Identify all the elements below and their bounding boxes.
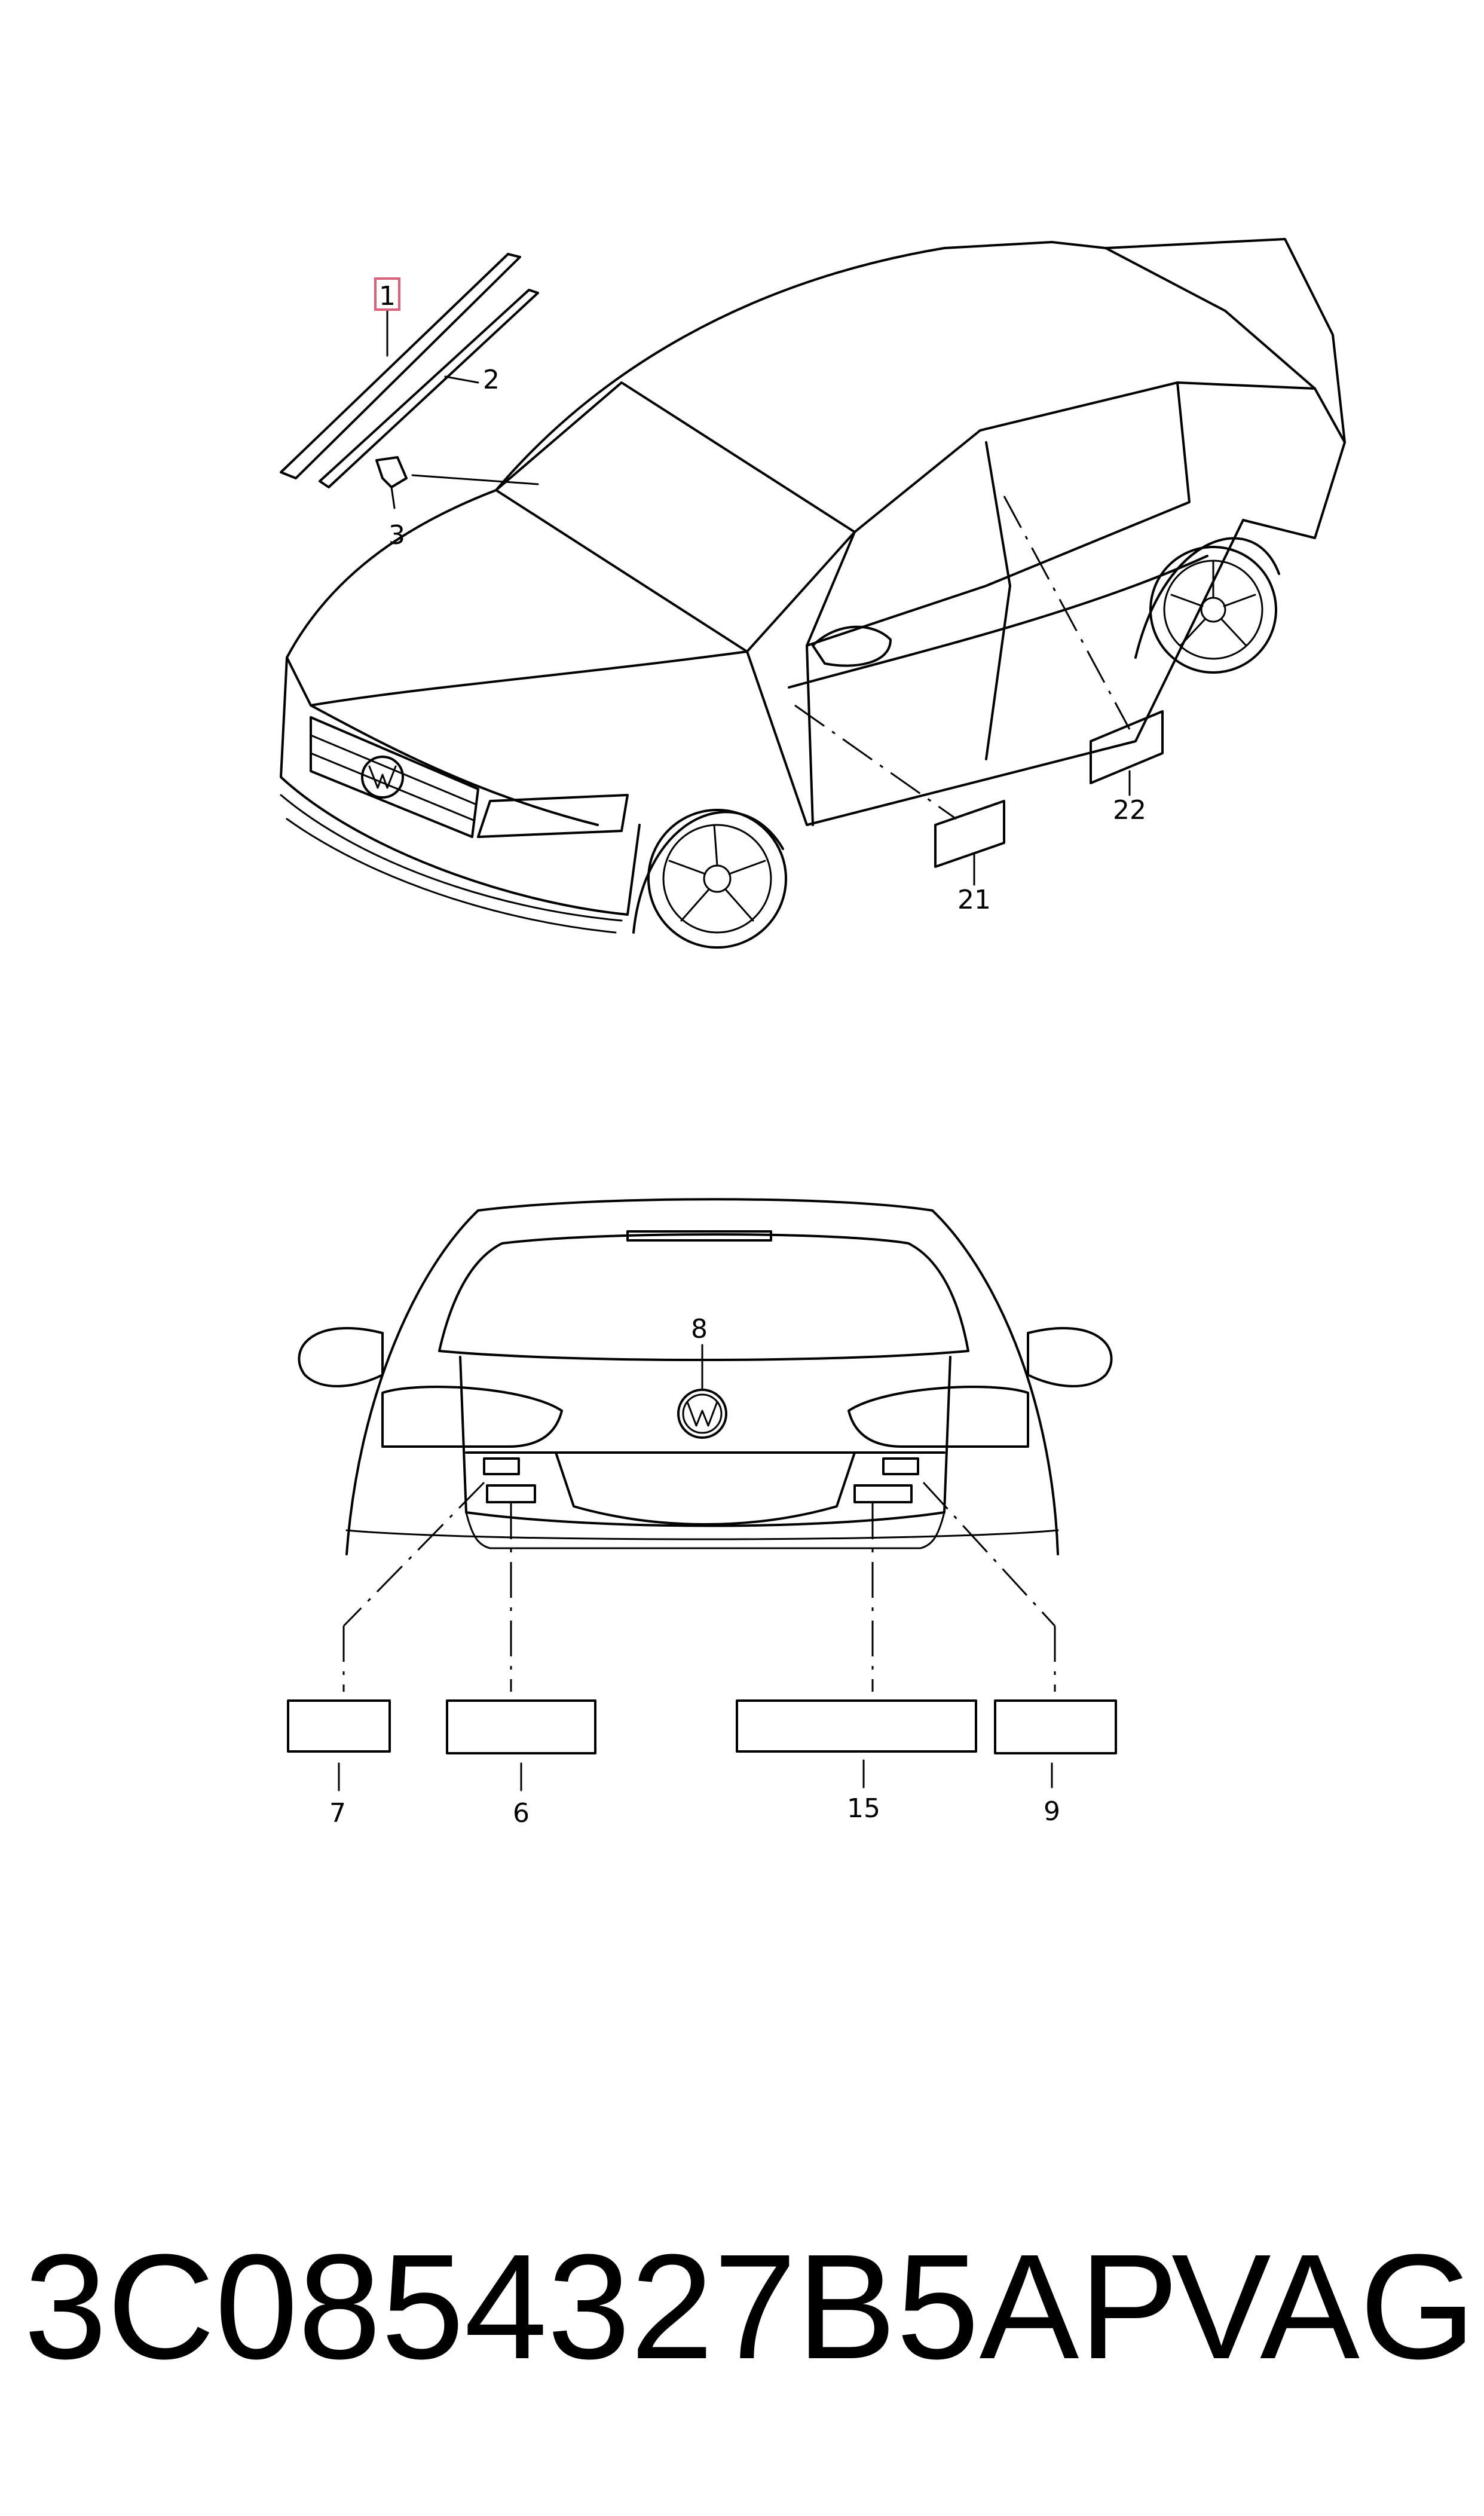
car-rear-view	[298, 1198, 1113, 1555]
label-15-plate	[736, 1699, 977, 1753]
callout-21: 21	[957, 885, 991, 915]
callout-8: 8	[691, 1314, 708, 1344]
roof-molding-strip	[280, 253, 539, 488]
brand-name: VAG	[1171, 2223, 1476, 2390]
callout-1: 1	[379, 281, 396, 311]
label-22-plate	[1003, 496, 1164, 796]
callout-7: 7	[329, 1798, 346, 1829]
callout-3: 3	[388, 520, 405, 551]
rear-leader-lines	[342, 1481, 1056, 1692]
rear-wheel	[1134, 537, 1280, 674]
label-9-plate	[994, 1699, 1117, 1754]
rear-vw-emblem	[677, 1389, 727, 1439]
label-6-plate	[446, 1699, 596, 1754]
label-7-plate	[287, 1699, 391, 1753]
part-number: 3C0854327B5AP	[24, 2223, 1179, 2390]
label-plates-rear	[287, 1699, 1117, 1792]
molding-clip	[375, 456, 539, 509]
car-body	[280, 238, 1346, 949]
callout-9: 9	[1044, 1796, 1060, 1827]
callout-2: 2	[483, 365, 500, 395]
front-wheel	[632, 809, 787, 949]
label-21-plate	[794, 704, 1005, 886]
callout-6: 6	[513, 1798, 530, 1829]
callout-15: 15	[847, 1793, 880, 1824]
front-vw-emblem	[361, 756, 404, 799]
callout-1-highlight	[374, 277, 400, 311]
sedan-side-view	[280, 238, 1346, 949]
callout-22: 22	[1113, 795, 1146, 826]
